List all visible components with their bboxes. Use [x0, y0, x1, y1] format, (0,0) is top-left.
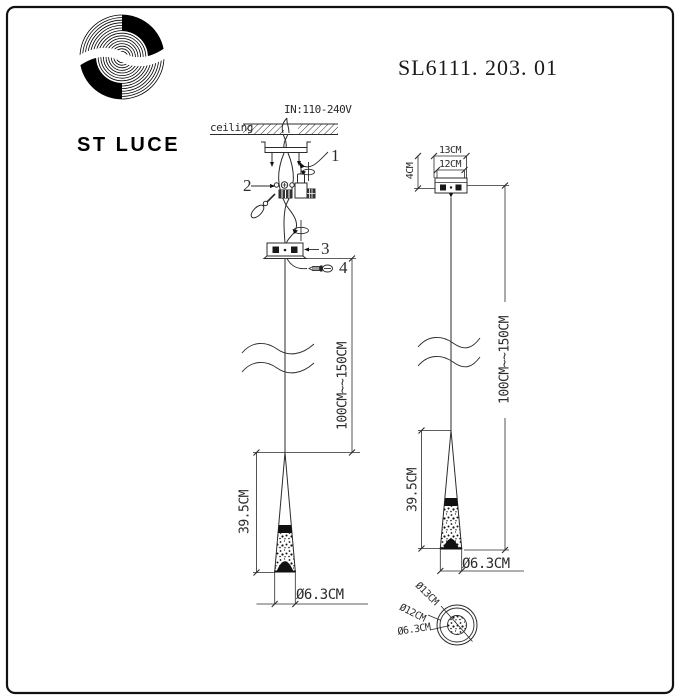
dimension-lines-canopy — [414, 152, 509, 192]
wires-to-canopy — [283, 204, 298, 244]
drop-wires — [282, 133, 289, 149]
cone-shade-right — [439, 430, 463, 550]
ceiling-hatch — [210, 123, 338, 135]
model-number: SL6111. 203. 01 — [398, 55, 559, 80]
dim-canopy-inner-width: 12CM — [438, 159, 462, 170]
part-label-2: 2 — [243, 176, 252, 195]
bottom-view-leaders — [427, 605, 473, 642]
mounting-screws — [270, 153, 301, 167]
leader-1 — [300, 151, 329, 168]
break-lines — [241, 343, 315, 374]
dimension-lines-right — [418, 182, 524, 575]
dim-diameter-right: Ø6.3CM — [462, 556, 510, 572]
bottom-view-circle — [427, 604, 478, 646]
voltage-label: IN:110-240V — [284, 103, 352, 116]
part-label-3: 3 — [321, 239, 330, 258]
screwdriver-icon — [250, 193, 276, 219]
feed-wire — [281, 117, 290, 134]
canopy — [262, 242, 308, 259]
break-lines-right — [417, 337, 481, 368]
frame-border — [5, 5, 675, 695]
st-luce-logo-icon — [74, 14, 170, 100]
cone-shade — [274, 452, 296, 573]
rotation-arrow-icon — [301, 162, 315, 181]
screw-icon — [307, 264, 333, 273]
power-connector — [294, 168, 316, 199]
dim-diameter-left: Ø6.3CM — [296, 587, 344, 603]
part-label-1: 1 — [331, 146, 340, 165]
part-label-4: 4 — [339, 258, 348, 277]
terminal-block — [278, 189, 293, 199]
wire-bundle — [278, 152, 294, 206]
brand-name: ST LUCE — [77, 134, 181, 156]
wire-connectors — [273, 181, 295, 189]
rotation-arrow-icon-2 — [292, 220, 309, 241]
dimension-lines-left — [253, 255, 368, 608]
installation-view — [210, 117, 368, 608]
dim-canopy-width: 13CM — [438, 145, 462, 156]
ceiling-label: ceiling — [210, 121, 253, 134]
dimension-view — [414, 152, 524, 575]
canopy-right — [434, 177, 468, 198]
leader-4 — [286, 258, 308, 270]
